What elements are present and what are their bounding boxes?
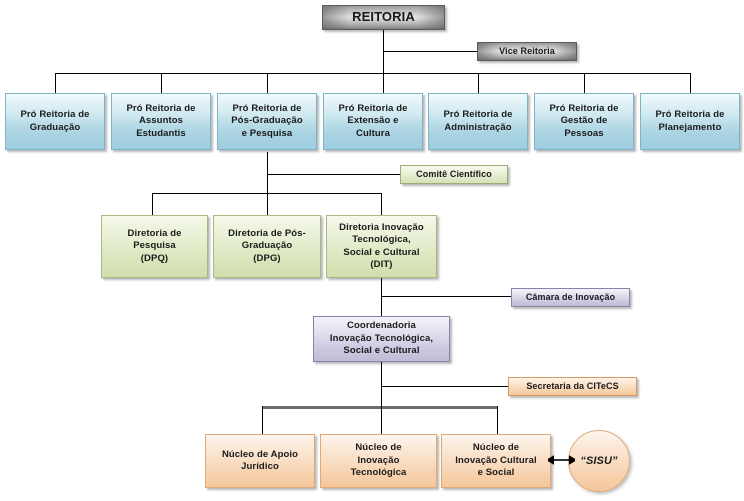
connector-drop-5 — [478, 73, 479, 93]
connector-to-secretaria — [381, 386, 508, 387]
node-camara-inovacao-label: Câmara de Inovação — [525, 292, 616, 303]
node-reitoria-label: REITORIA — [352, 9, 415, 25]
node-reitoria[interactable]: REITORIA — [322, 5, 445, 30]
connector-posgrad-trunk — [267, 152, 268, 194]
node-diretoria-pos-graduacao[interactable]: Diretoria de Pós-Graduação(DPG) — [213, 215, 321, 278]
connector-drop-nucleo-2 — [381, 406, 382, 434]
node-comite-cientifico-label: Comitê Científico — [416, 169, 492, 180]
connector-drop-dpg — [267, 193, 268, 215]
connector-root-trunk — [383, 30, 384, 74]
node-sisu[interactable]: “SISU” — [568, 430, 630, 492]
node-diretoria-pos-graduacao-label: Diretoria de Pós-Graduação(DPG) — [228, 227, 306, 264]
connector-bus-diretorias — [152, 193, 381, 194]
connector-bus-nucleos — [262, 406, 498, 409]
connector-drop-1 — [55, 73, 56, 93]
connector-coordenadoria-trunk — [381, 362, 382, 437]
node-vice-reitoria[interactable]: Vice Reitoria — [477, 42, 577, 61]
node-secretaria-citecs[interactable]: Secretaria da CITeCS — [508, 377, 637, 396]
double-arrow-icon — [548, 455, 575, 465]
connector-drop-6 — [584, 73, 585, 93]
connector-drop-dpq — [152, 193, 153, 215]
node-comite-cientifico[interactable]: Comitê Científico — [400, 165, 508, 184]
connector-dit-trunk — [381, 278, 382, 316]
connector-drop-4 — [383, 73, 384, 93]
connector-drop-3 — [267, 73, 268, 93]
connector-to-camara — [381, 296, 511, 297]
connector-drop-2 — [161, 73, 162, 93]
node-vice-reitoria-label: Vice Reitoria — [499, 46, 555, 57]
connector-drop-nucleo-3 — [497, 406, 498, 434]
connector-to-comite — [267, 174, 400, 175]
connector-root-to-vice — [383, 51, 477, 52]
connector-drop-7 — [690, 73, 691, 93]
node-sisu-label: “SISU” — [580, 454, 618, 467]
connector-bus-proreitorias — [55, 73, 691, 74]
connector-drop-dit — [381, 193, 382, 215]
connector-drop-nucleo-1 — [262, 406, 263, 434]
node-camara-inovacao[interactable]: Câmara de Inovação — [511, 288, 630, 307]
node-secretaria-citecs-label: Secretaria da CITeCS — [526, 381, 619, 392]
